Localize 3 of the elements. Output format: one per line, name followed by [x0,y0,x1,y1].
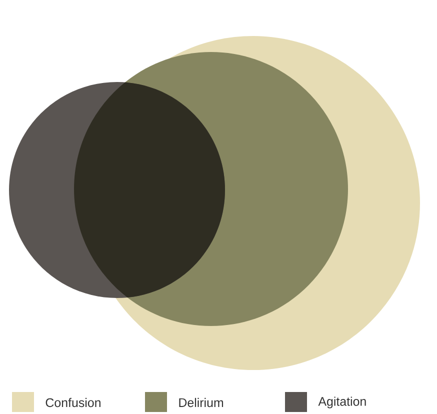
legend-label: Confusion [46,398,100,408]
legend-label: Delirium [179,398,224,408]
legend-label: Agitation [318,396,366,408]
